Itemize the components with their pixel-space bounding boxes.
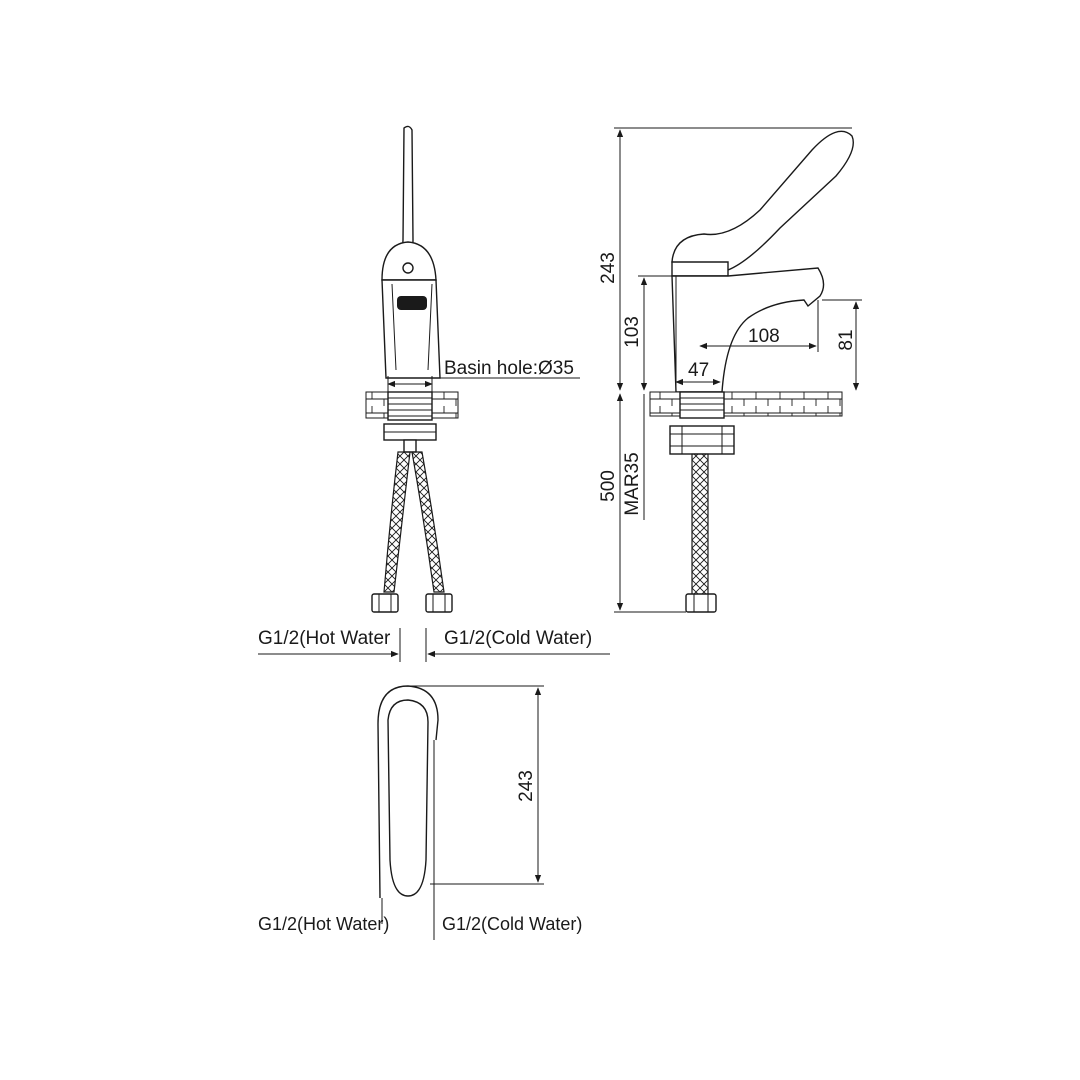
top-length: 243 — [516, 770, 537, 802]
side-offset: 47 — [688, 360, 709, 381]
side-lever — [671, 130, 854, 271]
front-cold-fitting — [425, 593, 453, 613]
side-shank — [679, 391, 725, 419]
front-view: Basin hole:Ø35 G1/2(Hot Water G1/2(Cold … — [258, 125, 610, 662]
side-hose — [691, 453, 709, 597]
side-spout-height: 103 — [622, 316, 643, 348]
front-shank — [387, 391, 433, 421]
top-hot-water-label: G1/2(Hot Water) — [258, 914, 389, 934]
front-lever-handle — [402, 125, 414, 255]
top-lever — [387, 699, 429, 897]
side-reach: 108 — [748, 326, 780, 347]
front-cap — [381, 241, 437, 281]
front-cold-hose — [411, 451, 445, 593]
basin-hole-label: Basin hole:Ø35 — [444, 358, 574, 379]
top-cold-water-label: G1/2(Cold Water) — [442, 914, 582, 934]
front-cold-water-label: G1/2(Cold Water) — [444, 628, 592, 649]
side-total-height: 243 — [598, 252, 619, 284]
side-cap — [671, 261, 729, 277]
side-outlet-height: 81 — [836, 329, 857, 350]
side-spout — [671, 267, 825, 393]
side-hose-spec: MAR35 — [622, 452, 643, 515]
top-view: 243 G1/2(Hot Water) G1/2(Cold Water) — [258, 685, 582, 940]
front-hot-fitting — [371, 593, 399, 613]
side-nut — [669, 425, 735, 455]
side-countertop — [649, 391, 843, 417]
side-view: 243 103 108 81 47 500 MAR35 — [598, 127, 862, 613]
front-hot-hose — [383, 451, 411, 593]
side-hose-length: 500 — [598, 470, 619, 502]
side-hose-fitting — [685, 593, 717, 613]
front-hot-water-label: G1/2(Hot Water — [258, 628, 391, 649]
front-screw — [402, 262, 414, 274]
front-aerator — [397, 296, 427, 310]
